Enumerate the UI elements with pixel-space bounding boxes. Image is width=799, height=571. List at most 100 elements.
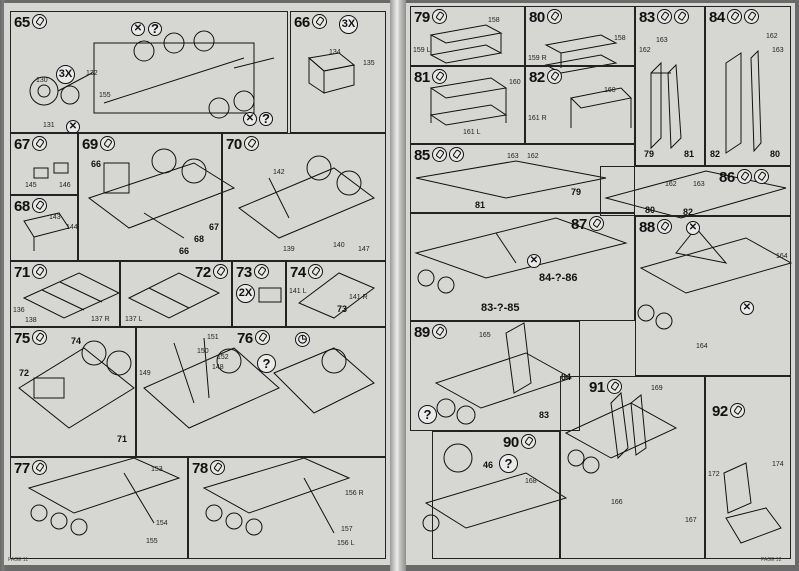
step-panel-74: 74 141 L 141 R 73 — [286, 261, 386, 327]
part-label: 158 — [488, 17, 500, 24]
step-number: 68 — [14, 198, 30, 215]
part-label: 159 R — [528, 55, 547, 62]
glue-icon — [431, 146, 447, 162]
step-panel-70: 70 142 139 140 147 — [222, 133, 386, 261]
step-number: 78 — [192, 460, 208, 477]
step-panel-84: 84 162 163 82 80 — [705, 6, 791, 166]
part-label: 164 — [696, 343, 708, 350]
step-number: 90 — [503, 434, 519, 451]
step-panel-71: 71 136 138 137 R — [10, 261, 120, 327]
no-glue-cross-icon: ✕ — [740, 301, 754, 315]
part-label: 141 L — [289, 288, 307, 295]
part-label: 142 — [273, 169, 285, 176]
subassembly-label: 74 — [71, 336, 82, 346]
glue-icon — [243, 135, 259, 151]
right-page: 79 158 159 L 80 158 159 R 81 160 161 L 8… — [406, 3, 795, 565]
step-panel-67: 67 145 146 — [10, 133, 78, 195]
part-label: 140 — [333, 242, 345, 249]
part-label: 153 — [151, 466, 163, 473]
glue-icon — [31, 13, 47, 29]
question-step-icon: ? — [259, 112, 273, 126]
part-label: 168 — [525, 478, 537, 485]
part-label: 160 — [509, 79, 521, 86]
part-label: 163 — [656, 37, 668, 44]
step-sequence-code: 84-?-86 — [539, 272, 578, 284]
page-footer: PAGE 12 — [761, 557, 782, 563]
glue-icon — [254, 329, 270, 345]
subassembly-label: 67 — [209, 222, 220, 232]
part-label: 139 — [283, 246, 295, 253]
step-number: 83 — [639, 9, 655, 26]
subassembly-label: 83 — [539, 410, 550, 420]
part-label: 156 R — [345, 490, 364, 497]
step-number: 85 — [414, 147, 430, 164]
book-gutter — [390, 0, 406, 571]
step-number: 65 — [14, 14, 30, 31]
no-glue-cross-icon: ✕ — [66, 120, 80, 132]
part-label: 147 — [358, 246, 370, 253]
step-panel-75: 75 74 72 71 — [10, 327, 136, 457]
step-number: 74 — [290, 264, 306, 281]
part-label: 164 — [776, 253, 788, 260]
part-label: 137 R — [91, 316, 110, 323]
part-label: 158 — [614, 35, 626, 42]
step-panel-66: 66 3X 134 135 — [290, 11, 386, 133]
left-page: 65 3X ✕ ✕ ? ✕ ? 130 132 131 155 66 3X 13… — [4, 3, 390, 565]
glue-icon — [253, 263, 269, 279]
step-number: 77 — [14, 460, 30, 477]
part-label: 157 — [341, 526, 353, 533]
glue-icon — [311, 13, 327, 29]
question-step-icon: ? — [499, 454, 518, 473]
part-label: 162 — [527, 153, 539, 160]
part-label: 136 — [13, 307, 25, 314]
step-sequence-code: 83-?-85 — [481, 302, 520, 314]
subassembly-label: 82 — [683, 207, 694, 216]
step-number: 67 — [14, 136, 30, 153]
part-label: 160 — [604, 87, 616, 94]
glue-icon — [431, 323, 447, 339]
part-label: 165 — [479, 332, 491, 339]
glue-icon — [31, 197, 47, 213]
step-number: 69 — [82, 136, 98, 153]
step-number: 82 — [529, 69, 545, 86]
part-label: 135 — [363, 60, 375, 67]
part-label: 149 — [139, 370, 151, 377]
step-panel-65: 65 3X ✕ ✕ ? ✕ ? 130 132 131 155 — [10, 11, 288, 133]
glue-icon — [448, 146, 464, 162]
glue-icon — [743, 8, 759, 24]
step-number: 89 — [414, 324, 430, 341]
part-label: 154 — [156, 520, 168, 527]
subassembly-label: 82 — [710, 149, 721, 159]
step-panel-90: 90 ? 46 168 — [432, 431, 560, 559]
part-label: 162 — [665, 181, 677, 188]
step-number: 91 — [589, 379, 605, 396]
step-panel-92: 92 172 174 — [705, 376, 791, 559]
subassembly-label: 66 — [179, 246, 190, 256]
no-glue-cross-icon: ✕ — [527, 254, 541, 268]
quantity-3x-symbol: 3X — [56, 65, 75, 84]
subassembly-label: 68 — [194, 234, 205, 244]
step-number: 71 — [14, 264, 30, 281]
glue-icon — [726, 8, 742, 24]
page-footer: PAGE 11 — [8, 557, 29, 563]
part-label: 159 L — [413, 47, 431, 54]
subassembly-label: 46 — [483, 460, 494, 470]
step-panel-91: 91 169 166 167 — [560, 376, 705, 559]
part-label: 162 — [766, 33, 778, 40]
glue-icon — [753, 168, 769, 184]
step-panel-88: 88 ✕ ✕ 164 164 — [635, 216, 791, 376]
glue-icon — [588, 215, 604, 231]
part-label: 169 — [651, 385, 663, 392]
part-label: 138 — [25, 317, 37, 324]
subassembly-label: 73 — [337, 304, 348, 314]
step-panel-78: 78 156 R 157 156 L — [188, 457, 386, 559]
question-step-icon: ? — [418, 405, 437, 424]
subassembly-label: 66 — [91, 159, 102, 169]
step-panel-72: 72 137 L — [120, 261, 232, 327]
subassembly-label: 84 — [561, 372, 572, 382]
glue-icon — [520, 433, 536, 449]
step-panel-87: 87 ✕ 84-?-86 83-?-85 — [410, 213, 635, 321]
part-label: 134 — [329, 49, 341, 56]
step-number: 80 — [529, 9, 545, 26]
